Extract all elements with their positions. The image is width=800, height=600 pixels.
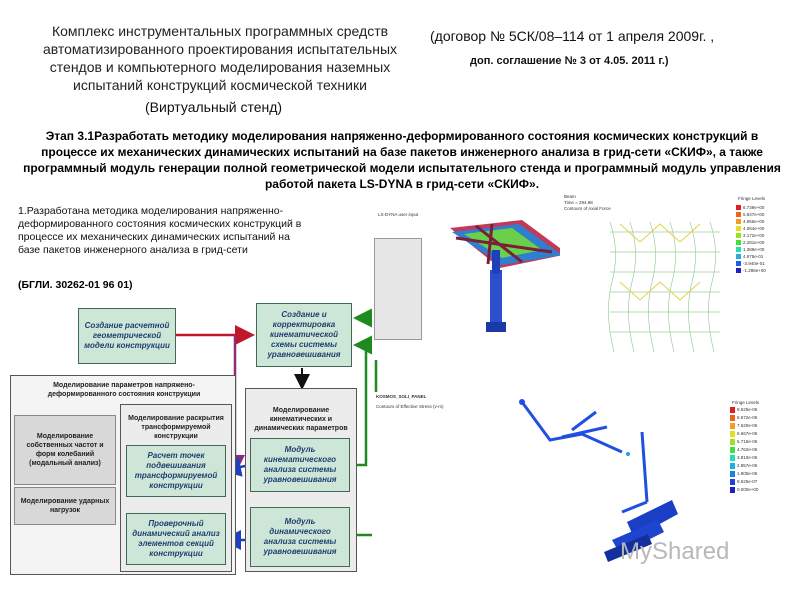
sim1-header: LS-DYNA user input	[378, 212, 419, 217]
stage-description: Этап 3.1Разработать методику моделирован…	[23, 129, 781, 191]
kin-dyn-title: Моделирование кинематических и динамичес…	[254, 407, 348, 432]
legend-value: 9.525e-06	[737, 407, 758, 412]
impact-box: Моделирование ударных нагрузок	[14, 487, 116, 525]
legend-value: 1.389e+00	[743, 246, 765, 252]
legend-value: 2.281e+00	[743, 239, 765, 245]
agreement-reference: доп. соглашение № 3 от 4.05. 2011 г.)	[470, 55, 669, 67]
sim3-mechanism-image	[519, 399, 678, 562]
legend-value: 1.905e-06	[737, 471, 758, 476]
modeling-params-title: Моделирование параметров напряжено-дефор…	[47, 382, 201, 398]
legend-value: 4.064e+00	[743, 225, 765, 231]
sim2-legend-title: Fringe Levels	[738, 196, 766, 201]
legend-value: 4.956e+00	[743, 218, 765, 224]
eigen-box: Моделирование собственных частот и форм …	[14, 415, 116, 485]
legend-value: 5.715e-06	[737, 439, 758, 444]
watermark-text: MyShared	[620, 538, 730, 565]
verify-box: Проверочный динамический анализ элементо…	[126, 513, 226, 565]
legend-value: 6.667e-06	[737, 431, 758, 436]
page-title: Комплекс инструментальных программных ср…	[42, 23, 398, 93]
legend-value: 4.762e-06	[737, 447, 758, 452]
sim2-wire-image	[608, 221, 720, 353]
kin-module-box: Модуль кинематического анализа системы у…	[250, 438, 350, 492]
sim2-sub: Time = 294.98 Contours of Axial Force	[564, 200, 611, 211]
legend-value: 8.572e-06	[737, 415, 758, 420]
create-kinematic-box: Создание и корректировка кинематической …	[256, 303, 352, 367]
calc-points-box: Расчет точек подвешивания трансформируем…	[126, 445, 226, 497]
legend-value: 3.172e+00	[743, 232, 765, 238]
virtual-stand-label: (Виртуальный стенд)	[145, 99, 283, 115]
legend-value: 6.739e+00	[743, 204, 765, 210]
legend-value: 3.810e-06	[737, 455, 758, 460]
legend-value: -3.940e-01	[743, 260, 765, 266]
unfold-title: Моделирование раскрытия трансформируемой…	[128, 415, 224, 440]
sim-panel-2: Beam Time = 294.98 Contours of Axial For…	[560, 192, 790, 357]
document-code: (БГЛИ. 30262-01 96 01)	[18, 279, 133, 291]
legend-value: 0.000e+00	[737, 487, 759, 492]
legend-value: 4.975e-01	[743, 253, 764, 259]
sim-panel-3: KOSMOS_SOLI_PANEL Contours of Effective …	[372, 392, 790, 592]
sim1-sidebar	[374, 238, 422, 340]
legend-value: -1.286e+00	[743, 267, 766, 273]
legend-value: 5.847e+00	[743, 211, 765, 217]
legend-value: 2.857e-06	[737, 463, 758, 468]
sim1-mesh-image	[450, 220, 568, 332]
arrow-green-loop-inner	[352, 335, 373, 467]
contract-reference: (договор № 5СК/08–114 от 1 апреля 2009г.…	[430, 28, 715, 44]
sim3-legend-title: Fringe Levels	[732, 400, 760, 405]
sim-panel-1: LS-DYNA user input	[372, 210, 572, 360]
dyn-module-box: Модуль динамического анализа системы ура…	[250, 507, 350, 567]
create-model-box: Создание расчетной геометрической модели…	[78, 308, 176, 364]
legend-value: 9.525e-07	[737, 479, 758, 484]
sim2-header: Beam	[564, 194, 576, 199]
sim3-legend: 9.525e-06 8.572e-06 7.620e-06 6.667e-06 …	[730, 406, 758, 494]
legend-value: 7.620e-06	[737, 423, 758, 428]
sim3-sub: Contours of Effective Stress (v-m)	[376, 404, 444, 409]
result-description: 1.Разработана методика моделирования нап…	[18, 205, 302, 256]
sim2-legend: 6.739e+00 5.847e+00 4.956e+00 4.064e+00 …	[736, 204, 766, 274]
sim3-header: KOSMOS_SOLI_PANEL	[376, 394, 427, 399]
